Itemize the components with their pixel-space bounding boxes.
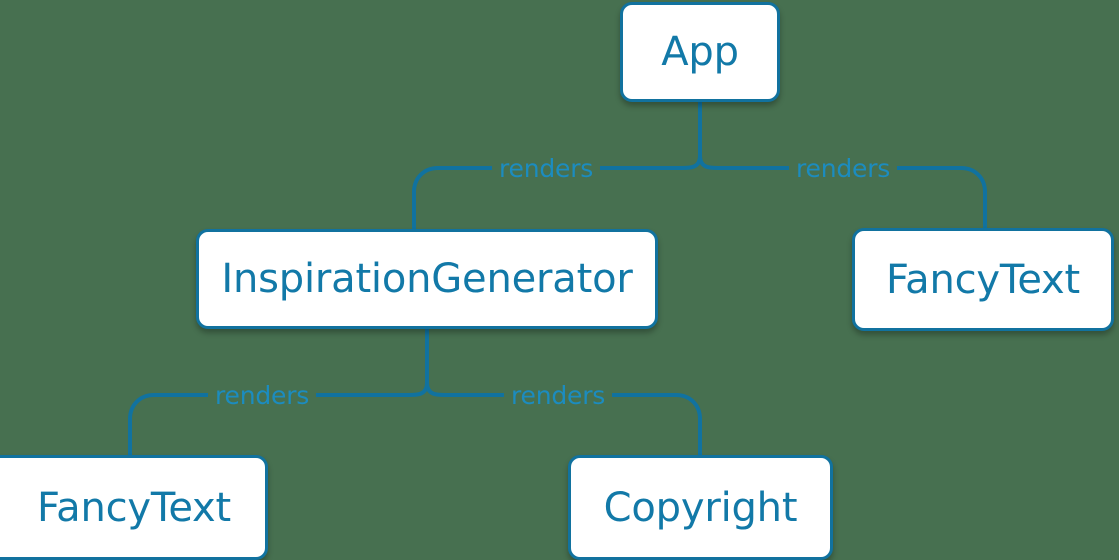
node-copyright-label: Copyright — [603, 484, 798, 531]
node-app[interactable]: App — [620, 2, 780, 102]
edge-app-fan-left — [412, 155, 702, 229]
edge-ig-fan-right — [425, 382, 702, 455]
edge-label-inspiration-generator-to-fancytext: renders — [208, 383, 317, 408]
node-inspiration-generator[interactable]: InspirationGenerator — [196, 229, 658, 329]
node-fancytext-right[interactable]: FancyText — [852, 228, 1114, 331]
node-fancytext-right-label: FancyText — [886, 256, 1080, 303]
edge-label-app-to-fancytext: renders — [789, 156, 898, 181]
node-copyright[interactable]: Copyright — [568, 455, 833, 560]
node-fancytext-left[interactable]: FancyText — [0, 455, 268, 560]
node-inspiration-generator-label: InspirationGenerator — [221, 256, 633, 302]
edge-app-fan-right — [698, 155, 987, 228]
edge-label-inspiration-generator-to-copyright: renders — [504, 383, 613, 408]
edge-label-app-to-inspiration-generator: renders — [492, 156, 601, 181]
node-app-label: App — [661, 29, 739, 75]
edge-ig-fan-left — [128, 382, 429, 455]
node-fancytext-left-label: FancyText — [37, 484, 231, 531]
